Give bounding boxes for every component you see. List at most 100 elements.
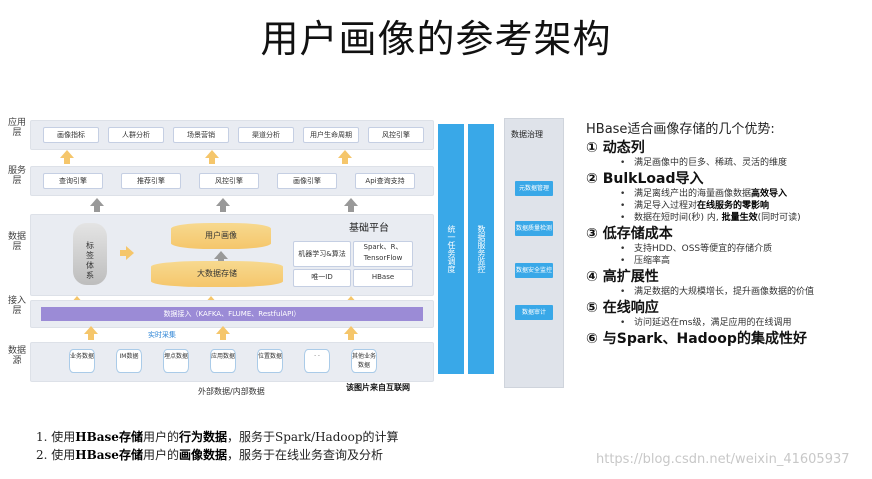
- advantage-bullet-text: 满足画像中的巨多、稀疏、灵活的维度: [634, 158, 788, 168]
- governance-item: 数据安全监控: [515, 263, 553, 278]
- ingest-layer-band: 数据接入（KAFKA、FLUME、RestfulAPI）: [30, 300, 434, 328]
- layer-label-source: 数据源: [8, 346, 27, 366]
- realtime-collect-label: 实时采集: [148, 331, 176, 339]
- advantage-bullet-text: 数据在短时间(秒) 内,: [634, 213, 722, 223]
- governance-title: 数据治理: [511, 130, 543, 139]
- architecture-diagram: 应用层 服务层 数据层 接入层 数据源 画像指标人群分析场景营销渠道分析用户生命…: [8, 114, 568, 404]
- watermark: https://blog.csdn.net/weixin_41605937: [596, 452, 850, 467]
- arrow-up-icon: [214, 251, 228, 265]
- service-layer-band: 查询引擎 推荐引擎 风控引擎 画像引擎 Api查询支持: [30, 166, 434, 196]
- advantage-bullet: 满足离线产出的海量画像数据高效导入: [586, 188, 871, 200]
- arrow-up-icon: [60, 150, 74, 164]
- advantage-heading: ① 动态列: [586, 140, 871, 157]
- advantage-heading: ③ 低存储成本: [586, 226, 871, 243]
- advantage-number: ⑤: [586, 300, 598, 316]
- service-module: 推荐引擎: [121, 173, 181, 189]
- arrow-up-icon: [205, 150, 219, 164]
- tag-system-label: 标签体系: [86, 241, 94, 280]
- advantage-title: 动态列: [602, 140, 645, 156]
- advantages-title: HBase适合画像存储的几个优势:: [586, 122, 775, 137]
- layer-label-service: 服务层: [8, 166, 27, 186]
- data-source: 应用数据: [210, 349, 236, 373]
- app-layer-band: 画像指标人群分析场景营销渠道分析用户生命周期风控引擎: [30, 120, 434, 150]
- app-module: 风控引擎: [368, 127, 424, 143]
- arrow-up-icon: [90, 198, 104, 212]
- ml-module: 机器学习&算法: [293, 241, 351, 267]
- note-text: 使用: [51, 448, 76, 462]
- image-credit: 该图片来自互联网: [346, 383, 410, 392]
- unified-scheduling-column: 统一任务调度: [438, 124, 464, 374]
- data-source: IM数据: [116, 349, 142, 373]
- advantage-title: BulkLoad导入: [602, 171, 704, 187]
- note-text: 用户的: [142, 448, 179, 462]
- app-module: 渠道分析: [238, 127, 294, 143]
- data-source: 埋点数据: [163, 349, 189, 373]
- service-module: 查询引擎: [43, 173, 103, 189]
- service-module: 风控引擎: [199, 173, 259, 189]
- advantage-bullet: 压缩率高: [586, 255, 871, 267]
- note-line: 1. 使用HBase存储用户的行为数据，服务于Spark/Hadoop的计算: [36, 428, 556, 446]
- note-text: 使用: [51, 430, 76, 444]
- advantage-bullet-text: 满足数据的大规模增长，提升画像数据的价值: [634, 287, 815, 297]
- note-text: 1.: [36, 430, 48, 444]
- arrow-right-icon: [126, 246, 134, 260]
- app-module: 画像指标: [43, 127, 99, 143]
- service-module: Api查询支持: [355, 173, 415, 189]
- advantage-title: 高扩展性: [602, 269, 659, 285]
- service-monitor-column: 数据服务监控: [468, 124, 494, 374]
- app-module: 人群分析: [108, 127, 164, 143]
- layer-label-ingest: 接入层: [8, 296, 27, 316]
- layer-label-app: 应用层: [8, 118, 27, 138]
- note-text: 行为数据: [178, 430, 227, 444]
- big-data-storage-cylinder: 大数据存储: [151, 261, 283, 287]
- advantage-number: ④: [586, 269, 598, 285]
- note-line: 2. 使用HBase存储用户的画像数据，服务于在线业务查询及分析: [36, 446, 556, 464]
- hbase-advantages: HBase适合画像存储的几个优势: ① 动态列满足画像中的巨多、稀疏、灵活的维度…: [586, 118, 871, 348]
- note-text: HBase存储: [75, 448, 143, 462]
- service-module: 画像引擎: [277, 173, 337, 189]
- source-footer: 外部数据/内部数据: [198, 387, 265, 396]
- advantage-bullet-text: 压缩率高: [634, 256, 671, 266]
- advantage-heading: ⑥ 与Spark、Hadoop的集成性好: [586, 331, 871, 348]
- advantage-bullet-text: 高效导入: [751, 189, 788, 199]
- data-source: · ·: [304, 349, 330, 373]
- data-source: 位置数据: [257, 349, 283, 373]
- big-data-storage-label: 大数据存储: [197, 269, 237, 278]
- advantage-bullet-text: (同时可读): [757, 213, 801, 223]
- advantage-bullet: 满足画像中的巨多、稀疏、灵活的维度: [586, 157, 871, 169]
- advantage-bullet-text: 在线服务的零影响: [697, 201, 770, 211]
- advantage-title: 低存储成本: [602, 226, 673, 242]
- arrow-up-icon: [338, 150, 352, 164]
- tag-system-cylinder: 标签体系: [73, 223, 107, 285]
- arrow-up-icon: [84, 326, 98, 340]
- governance-panel: 数据治理 元数据管理 数据质量检测 数据安全监控 数据审计: [504, 118, 564, 388]
- user-portrait-label: 用户画像: [205, 231, 237, 240]
- advantage-bullet-text: 满足导入过程对: [634, 201, 698, 211]
- advantage-number: ②: [586, 171, 598, 187]
- platform-title: 基础平台: [349, 223, 389, 234]
- data-access-bar: 数据接入（KAFKA、FLUME、RestfulAPI）: [41, 307, 423, 321]
- hbase-module: HBase: [353, 269, 413, 287]
- advantage-bullet-text: 批量生效: [721, 213, 758, 223]
- advantage-title: 在线响应: [602, 300, 659, 316]
- spark-module: Spark、R、TensorFlow: [353, 241, 413, 267]
- advantage-number: ⑥: [586, 331, 598, 347]
- note-text: ，服务于Spark/Hadoop的计算: [226, 430, 399, 444]
- note-text: 用户的: [142, 430, 179, 444]
- advantage-bullet: 支持HDD、OSS等便宜的存储介质: [586, 243, 871, 255]
- governance-item: 元数据管理: [515, 181, 553, 196]
- arrow-up-icon: [216, 326, 230, 340]
- governance-item: 数据质量检测: [515, 221, 553, 236]
- page-title: 用户画像的参考架构: [260, 17, 612, 61]
- advantage-bullet: 满足数据的大规模增长，提升画像数据的价值: [586, 286, 871, 298]
- note-text: HBase存储: [75, 430, 143, 444]
- arrow-up-icon: [216, 198, 230, 212]
- oneid-module: 唯一ID: [293, 269, 351, 287]
- data-source: 其他业务数据: [351, 349, 377, 373]
- user-portrait-cylinder: 用户画像: [171, 223, 271, 249]
- governance-item: 数据审计: [515, 305, 553, 320]
- advantage-bullet: 满足导入过程对在线服务的零影响: [586, 200, 871, 212]
- data-layer-band: 标签体系 用户画像 大数据存储 基础平台 机器学习&算法 Spark、R、Ten…: [30, 214, 434, 296]
